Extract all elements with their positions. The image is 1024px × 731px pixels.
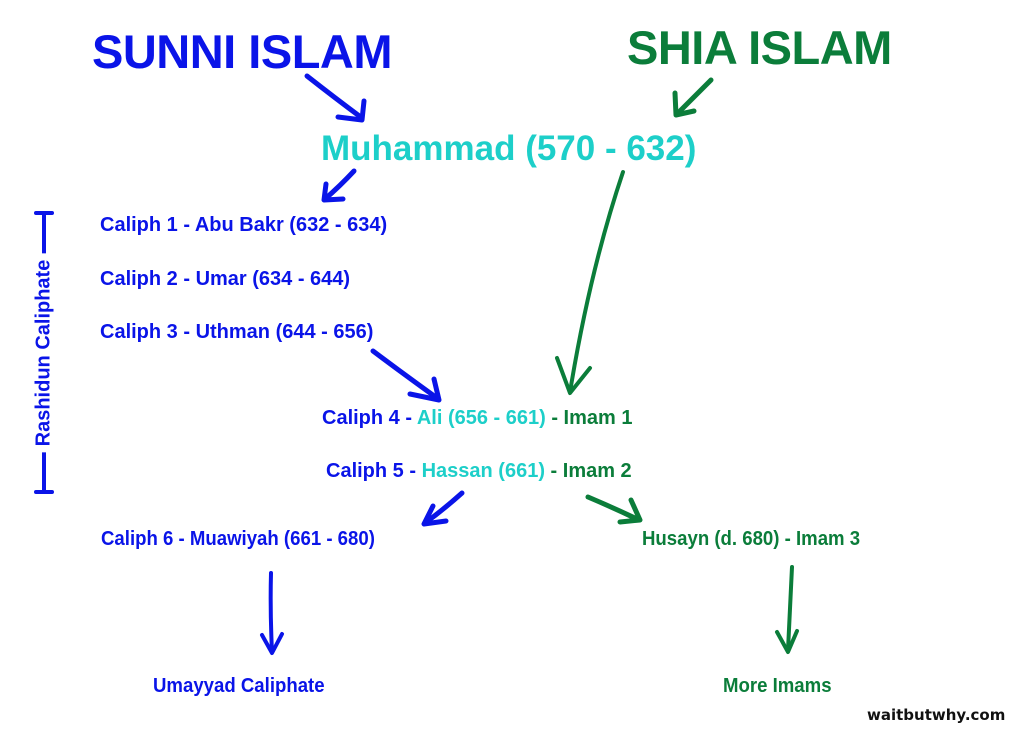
arrow-hassan-to-muawiyah [421,490,465,527]
imam-1-label: - Imam 1 [545,407,633,429]
arrow-husayn-to-more-imams [775,565,799,654]
rashidun-caliphate-bracket: Rashidun Caliphate [26,205,62,500]
arrow-shia-to-muhammad [672,77,714,118]
arrow-muawiyah-to-umayyad [260,571,284,655]
arrow-hassan-to-husayn [585,494,643,525]
caliph-4-label: Caliph 4 [322,407,400,429]
caliph-3: Caliph 3 - Uthman (644 - 656) [100,321,374,343]
bracket-cap-bottom [34,490,54,494]
caliph-6-muawiyah: Caliph 6 - Muawiyah (661 - 680) [101,528,375,550]
separator: - [403,460,422,482]
heading-sunni-islam: SUNNI ISLAM [92,25,393,78]
arrow-uthman-to-ali [370,348,442,403]
caliph-1: Caliph 1 - Abu Bakr (632 - 634) [100,214,388,236]
arrow-muhammad-to-caliph1 [321,168,357,203]
arrow-sunni-to-muhammad [304,73,367,123]
imam-2-label: - Imam 2 [544,460,632,482]
caliph-5-imam-2: Caliph 5 - Hassan (661) - Imam 2 [326,461,632,481]
caliph-4-imam-1: Caliph 4 - Ali (656 - 661) - Imam 1 [322,408,632,428]
rashidun-caliphate-label: Rashidun Caliphate [32,253,56,453]
hassan-name: Hassan (661) [421,460,545,482]
separator: - [399,407,417,429]
ali-name: Ali (656 - 661) [416,407,546,429]
umayyad-caliphate: Umayyad Caliphate [153,675,325,697]
caliph-2: Caliph 2 - Umar (634 - 644) [100,268,351,290]
bracket-cap-top [34,211,54,215]
arrow-muhammad-to-ali [555,170,625,395]
source-credit: waitbutwhy.com [867,706,1006,724]
more-imams: More Imams [723,675,832,697]
prophet-muhammad: Muhammad (570 - 632) [321,129,697,168]
heading-shia-islam: SHIA ISLAM [627,21,892,74]
husayn-imam-3: Husayn (d. 680) - Imam 3 [642,528,861,550]
caliph-5-label: Caliph 5 [326,460,404,482]
